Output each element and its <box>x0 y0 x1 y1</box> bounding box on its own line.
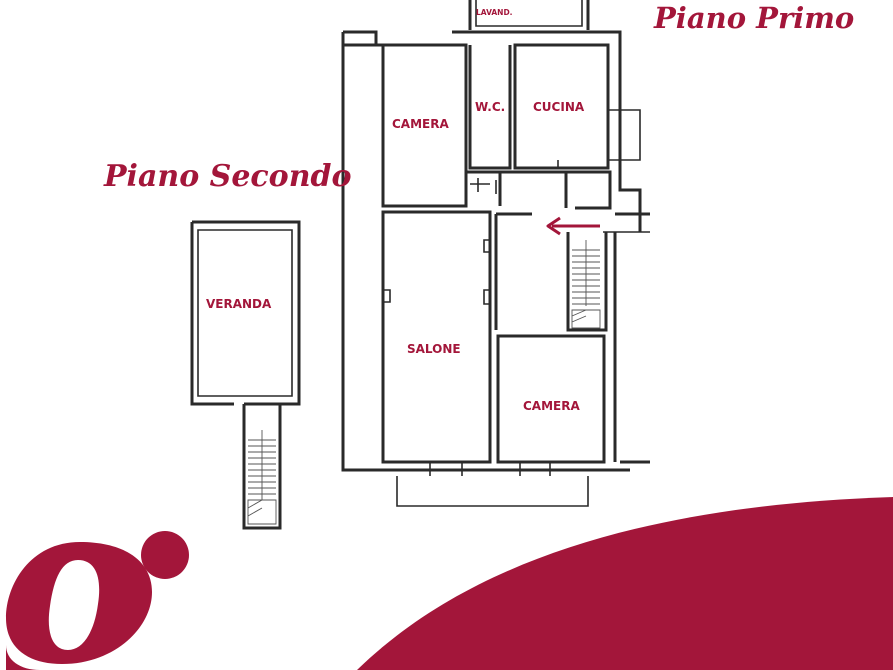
floor-title-first: Piano Primo <box>653 1 854 35</box>
first-floor-stairs <box>571 240 601 329</box>
room-label-camera-top: CAMERA <box>392 117 449 131</box>
footer-wave <box>357 497 893 670</box>
room-label-camera-bottom: CAMERA <box>523 399 580 413</box>
entrance-arrow-icon <box>546 216 600 236</box>
second-floor-plan <box>190 220 301 530</box>
brand-logo-icon <box>6 531 189 670</box>
floor-title-second: Piano Secondo <box>103 159 352 194</box>
room-label-lavanderia: LAVAND. <box>476 8 513 17</box>
second-floor-stairs <box>247 430 277 525</box>
room-label-cucina: CUCINA <box>533 100 585 114</box>
first-floor-plan <box>341 0 650 507</box>
room-label-wc: W.C. <box>475 100 505 114</box>
room-label-veranda: VERANDA <box>206 297 272 311</box>
room-label-salone: SALONE <box>407 342 461 356</box>
